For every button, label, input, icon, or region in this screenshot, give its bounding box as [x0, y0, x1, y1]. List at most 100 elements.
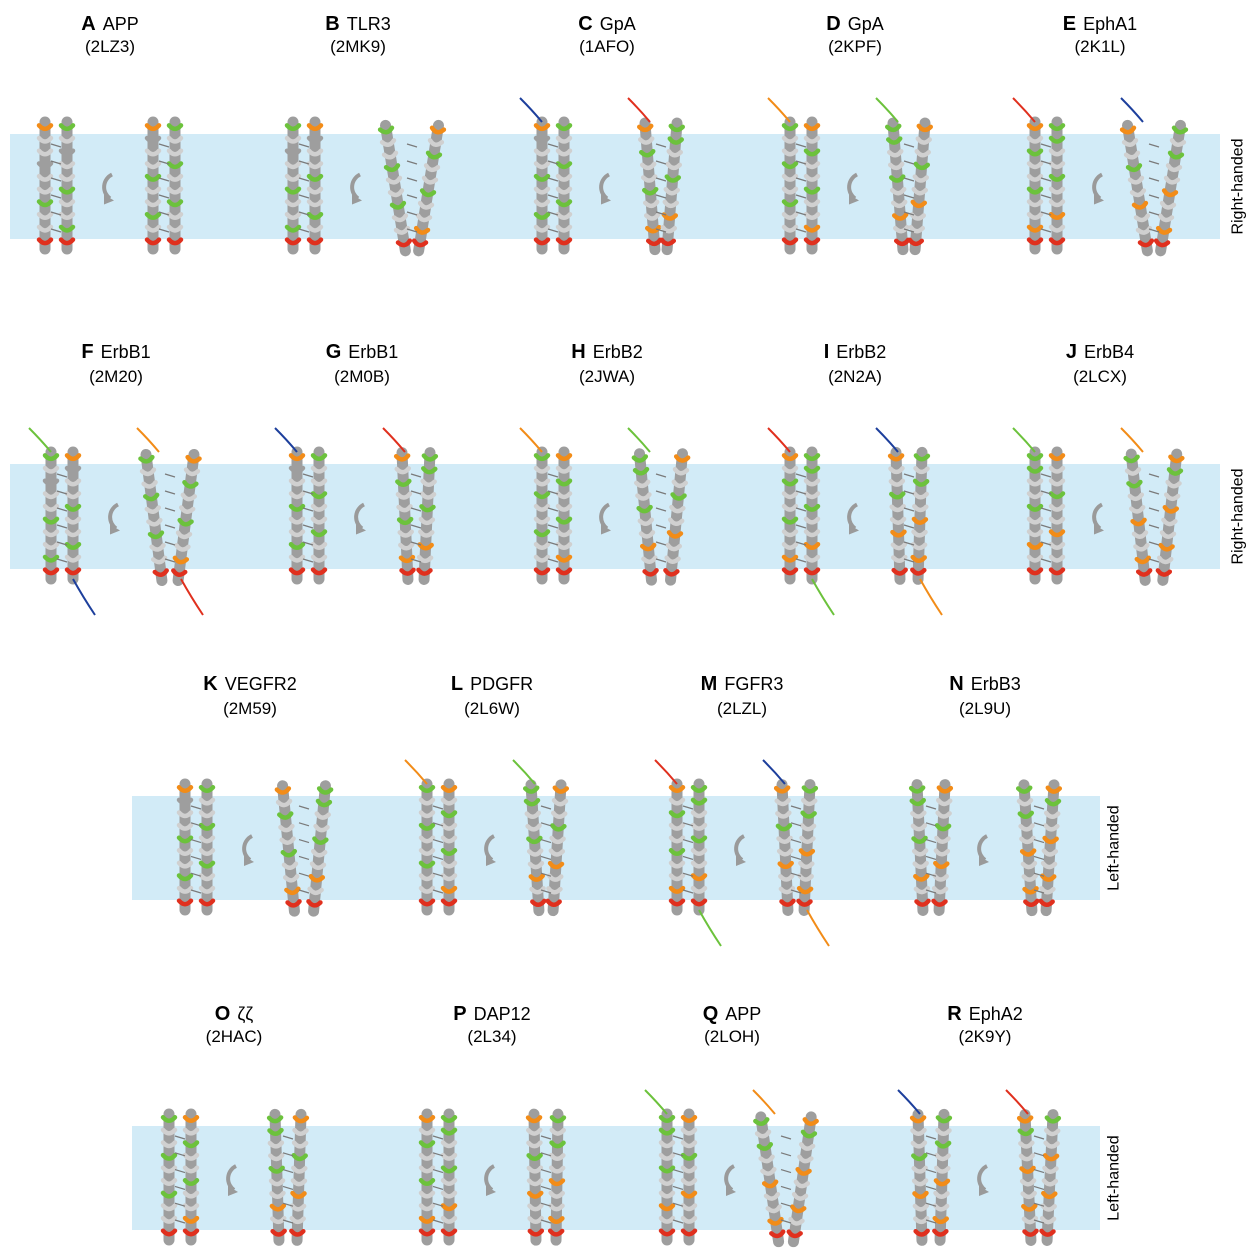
- helix-b: [558, 122, 570, 249]
- helix-pair-left: [45, 452, 57, 579]
- terminal-tail: [405, 760, 427, 784]
- helix-pair-left: [163, 1114, 175, 1240]
- helix-pair-right: [558, 122, 570, 249]
- helix-pair-left: [291, 452, 303, 579]
- pdb-id: (2N2A): [828, 367, 882, 386]
- helix-pair-right: [169, 122, 181, 249]
- terminal-tail: [807, 910, 829, 946]
- pdb-id: (2LZL): [717, 699, 767, 718]
- panel-letter: M: [701, 673, 718, 695]
- protein-name: APP: [103, 14, 139, 34]
- panel-title: PDAP12: [453, 1003, 530, 1025]
- helix-pair-left: [179, 784, 191, 910]
- helix-b: [185, 1114, 197, 1240]
- helix-pair-left: [536, 122, 548, 249]
- helix-a: [784, 122, 796, 249]
- helix-b: [313, 452, 325, 579]
- helix-a: [287, 122, 299, 249]
- helix-pair-right: [806, 122, 818, 249]
- protein-name: GpA: [848, 14, 884, 34]
- terminal-tail: [520, 98, 542, 122]
- pdb-id: (2HAC): [206, 1027, 263, 1046]
- helix-a: [163, 1114, 175, 1240]
- helix-b: [309, 122, 321, 249]
- protein-name: TLR3: [347, 14, 391, 34]
- terminal-tail: [1013, 98, 1035, 122]
- panel-letter: Q: [703, 1003, 719, 1025]
- panel-letter: C: [578, 13, 592, 35]
- handedness-label: Right-handed: [1230, 138, 1247, 234]
- protein-name: ErbB3: [971, 674, 1021, 694]
- helix-b: [1051, 122, 1063, 249]
- helix-b: [806, 122, 818, 249]
- pdb-id: (2LZ3): [85, 37, 135, 56]
- panel-title: I ErbB2: [824, 341, 887, 363]
- terminal-tail: [1006, 1090, 1028, 1114]
- protein-name: ErbB2: [593, 342, 643, 362]
- helix-a: [147, 122, 159, 249]
- pdb-id: (2JWA): [579, 367, 635, 386]
- helix-pair-right: [443, 1114, 455, 1240]
- protein-name: ErbB1: [348, 342, 398, 362]
- panel-title: EEphA1: [1063, 13, 1137, 35]
- helix-b: [61, 122, 73, 249]
- panel-title: BTLR3: [325, 13, 390, 35]
- protein-name: EphA2: [969, 1004, 1023, 1024]
- helix-pair-right: [806, 452, 818, 579]
- terminal-tail: [763, 760, 785, 784]
- protein-name: ζζ: [237, 1004, 253, 1024]
- helix-pair-left: [421, 1114, 433, 1240]
- panel-title: R EphA2: [947, 1003, 1023, 1025]
- helix-pair-left: [421, 784, 433, 910]
- terminal-tail: [513, 760, 535, 784]
- helix-pair-right: [550, 1114, 564, 1240]
- terminal-tail: [768, 98, 790, 122]
- helix-b: [1051, 452, 1063, 579]
- helix-pair-right: [1051, 122, 1063, 249]
- helix-pair-right: [67, 452, 79, 579]
- panel-letter: P: [453, 1003, 466, 1025]
- protein-name: ErbB1: [101, 342, 151, 362]
- terminal-tail: [876, 98, 898, 122]
- panel-letter: I: [824, 341, 830, 363]
- terminal-tail: [753, 1090, 775, 1114]
- helix-pair-right: [443, 784, 455, 910]
- pdb-id: (2LCX): [1073, 367, 1127, 386]
- helix-pair-left: [536, 452, 548, 579]
- helix-a: [179, 784, 191, 910]
- pdb-id: (2M20): [89, 367, 143, 386]
- helix-pair-left: [287, 122, 299, 249]
- panel-letter: O: [215, 1003, 231, 1025]
- panel-title: FErbB1: [81, 341, 150, 363]
- helix-pair-left: [784, 452, 796, 579]
- terminal-tail: [655, 760, 677, 784]
- terminal-tail: [181, 579, 203, 615]
- helix-b: [201, 784, 213, 910]
- panel-title: KVEGFR2: [203, 673, 296, 695]
- pdb-id: (2L9U): [959, 699, 1011, 718]
- protein-name: ErbB4: [1084, 342, 1134, 362]
- protein-name: PDGFR: [470, 674, 533, 694]
- panel-letter: G: [326, 341, 342, 363]
- terminal-tail: [1121, 98, 1143, 122]
- helix-a: [536, 122, 548, 249]
- panel-letter: R: [947, 1003, 962, 1025]
- panel-letter: D: [826, 13, 840, 35]
- helix-pair-left: [1029, 452, 1041, 579]
- terminal-tail: [812, 579, 834, 615]
- helix-b: [683, 1114, 695, 1240]
- pdb-id: (2KPF): [828, 37, 882, 56]
- helix-pair-left: [784, 122, 796, 249]
- protein-name: ErbB2: [836, 342, 886, 362]
- helix-a: [45, 452, 57, 579]
- terminal-tail: [628, 98, 650, 122]
- terminal-tail: [137, 428, 159, 452]
- helix-a: [536, 452, 548, 579]
- pdb-id: (2LOH): [704, 1027, 760, 1046]
- helix-b: [443, 784, 455, 910]
- helix-pair-left: [147, 122, 159, 249]
- helix-a: [1029, 452, 1041, 579]
- helix-pair-left: [39, 122, 51, 249]
- terminal-tail: [29, 428, 51, 452]
- helix-a: [661, 1114, 673, 1240]
